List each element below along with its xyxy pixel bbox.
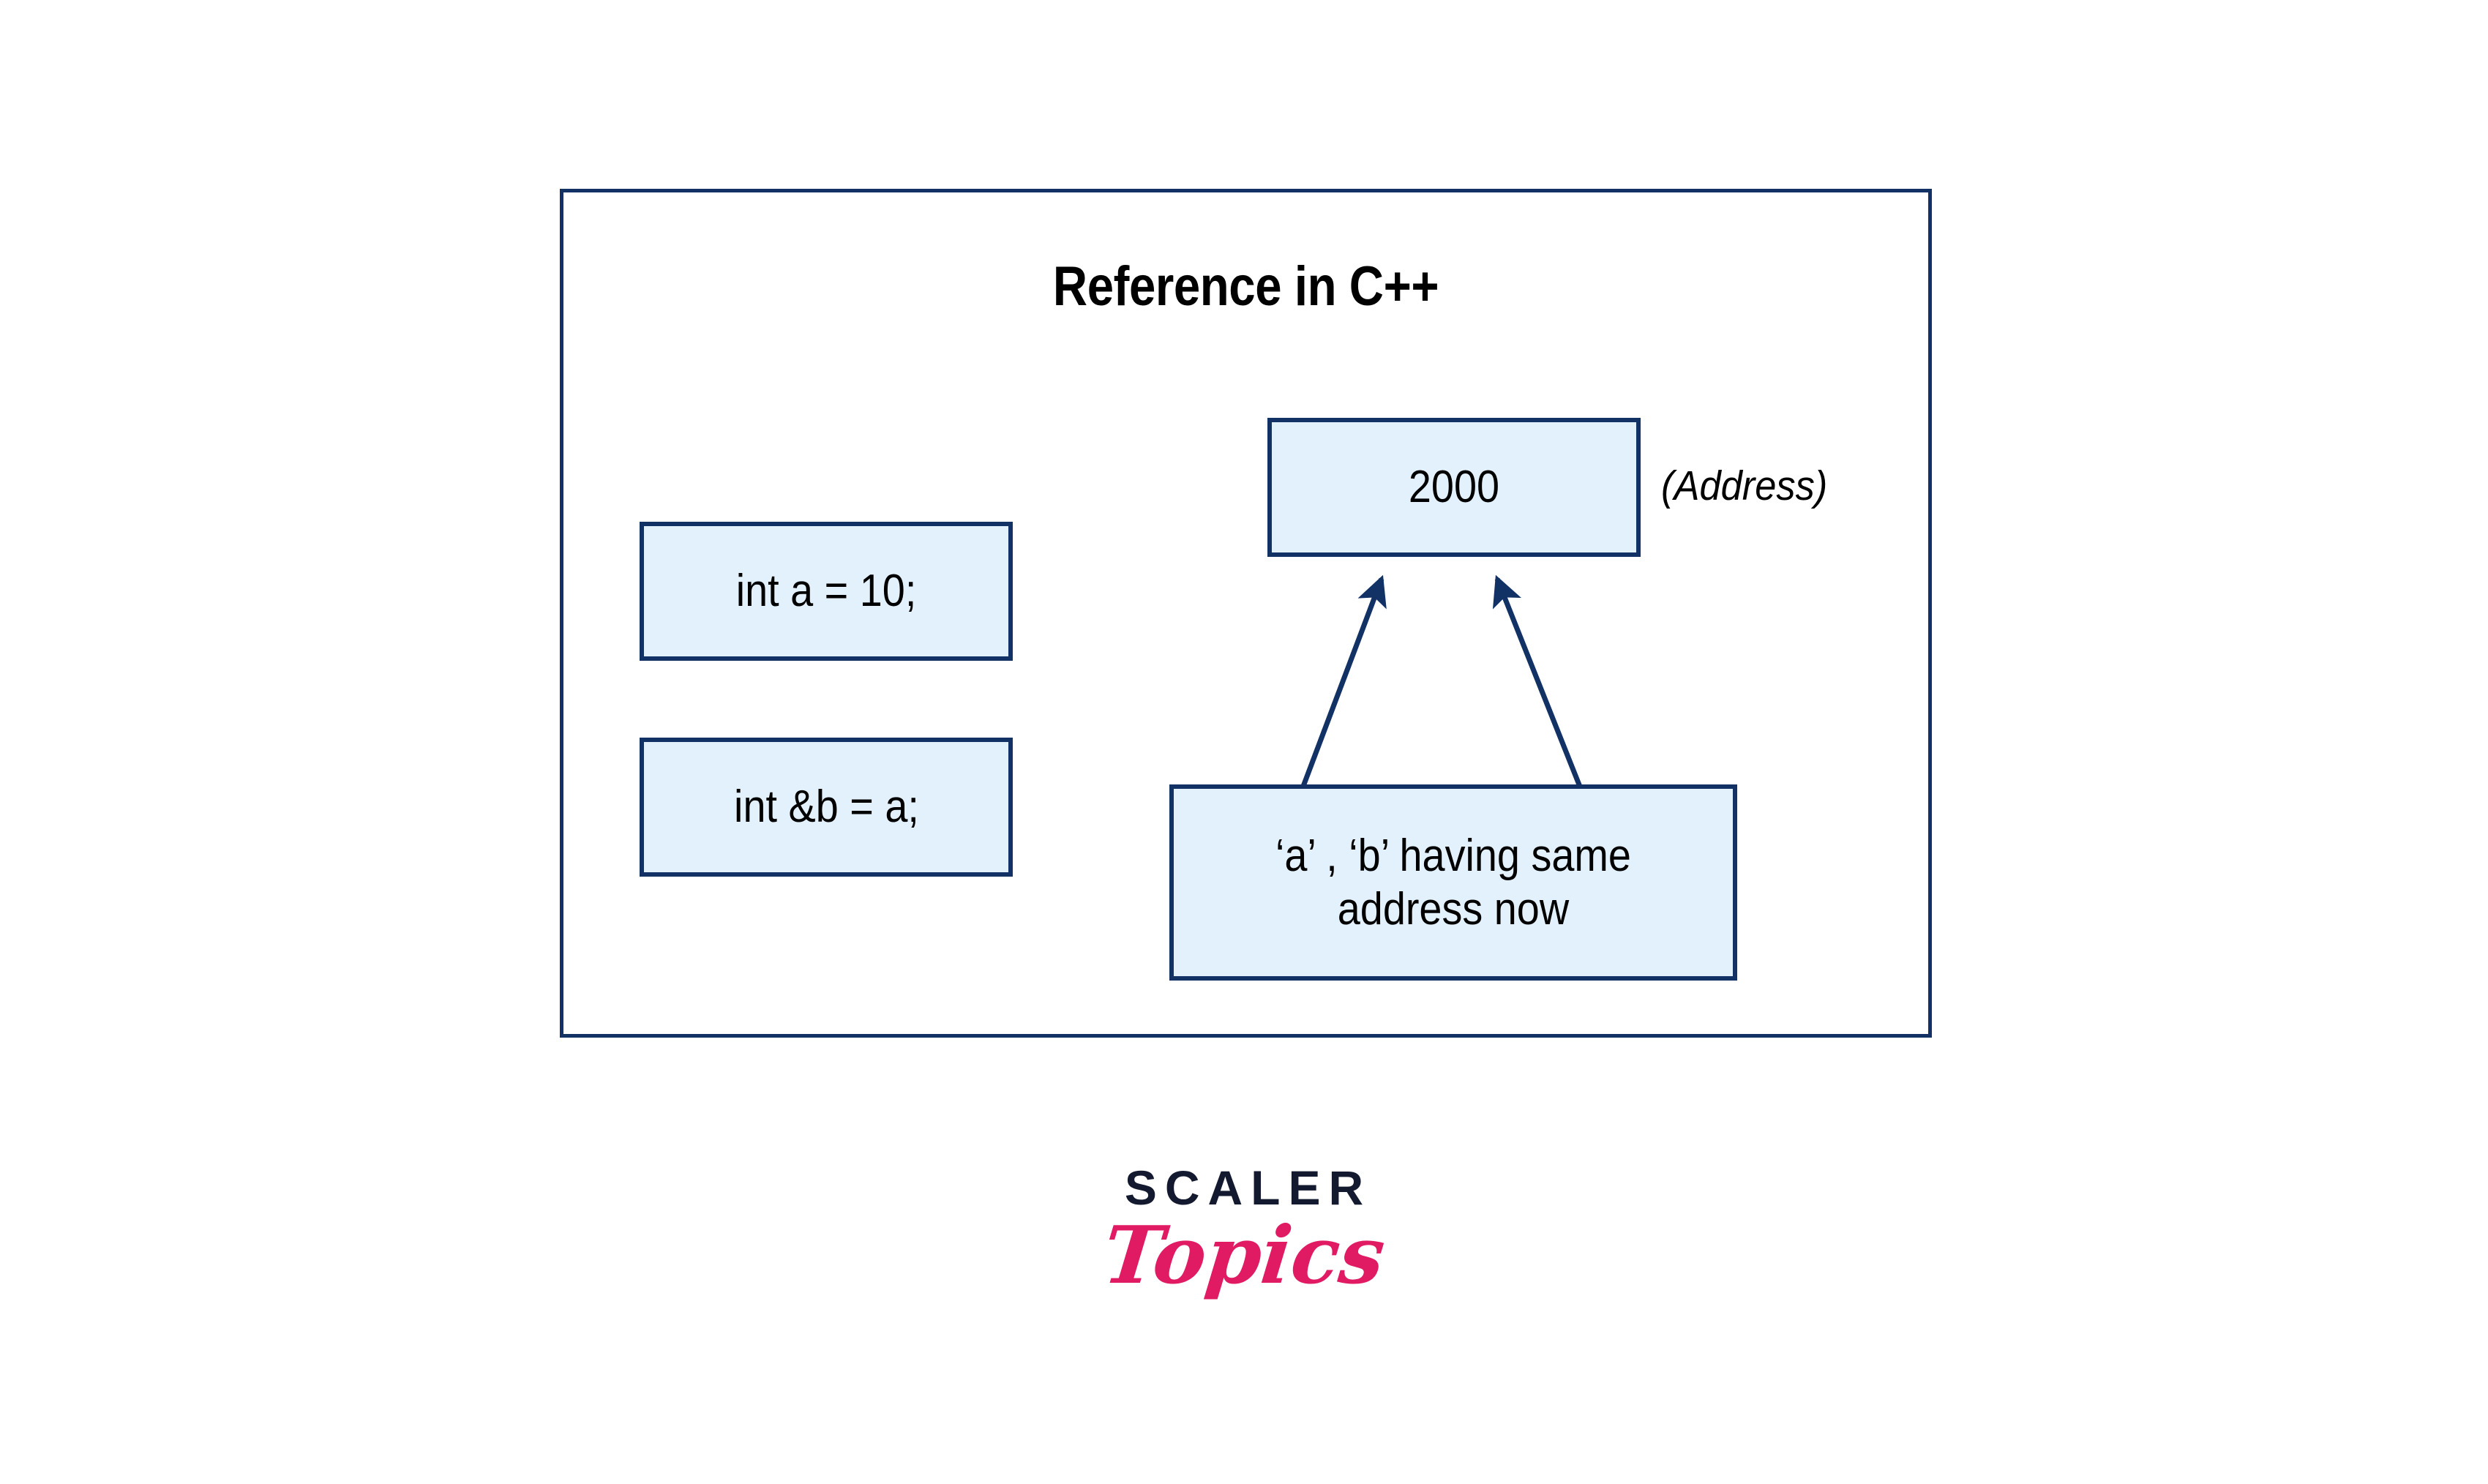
code-box-declaration-a: int a = 10; <box>640 522 1013 661</box>
page-title: Reference in C++ <box>1052 255 1439 318</box>
code-box-declaration-b: int &b = a; <box>640 738 1013 877</box>
diagram-frame: Reference in C++ int a = 10; int &b = a;… <box>560 189 1932 1038</box>
memory-address-value: 2000 <box>1408 462 1500 513</box>
explanation-line-2: address now <box>1337 884 1570 934</box>
code-box-declaration-a-text: int a = 10; <box>735 566 917 617</box>
explanation-box-text: ‘a’ , ‘b’ having same address now <box>1275 829 1631 936</box>
logo-scriptmark-topics: Topics <box>1098 1210 1390 1302</box>
logo-wordmark-scaler: SCALER <box>1124 1161 1372 1215</box>
code-box-declaration-b-text: int &b = a; <box>733 782 919 833</box>
explanation-box-same-address: ‘a’ , ‘b’ having same address now <box>1169 784 1737 981</box>
memory-address-box: 2000 <box>1267 418 1641 557</box>
explanation-line-1: ‘a’ , ‘b’ having same <box>1275 830 1631 881</box>
scaler-topics-logo: SCALER Topics <box>0 1161 2488 1302</box>
address-caption-label: (Address) <box>1661 462 1828 509</box>
